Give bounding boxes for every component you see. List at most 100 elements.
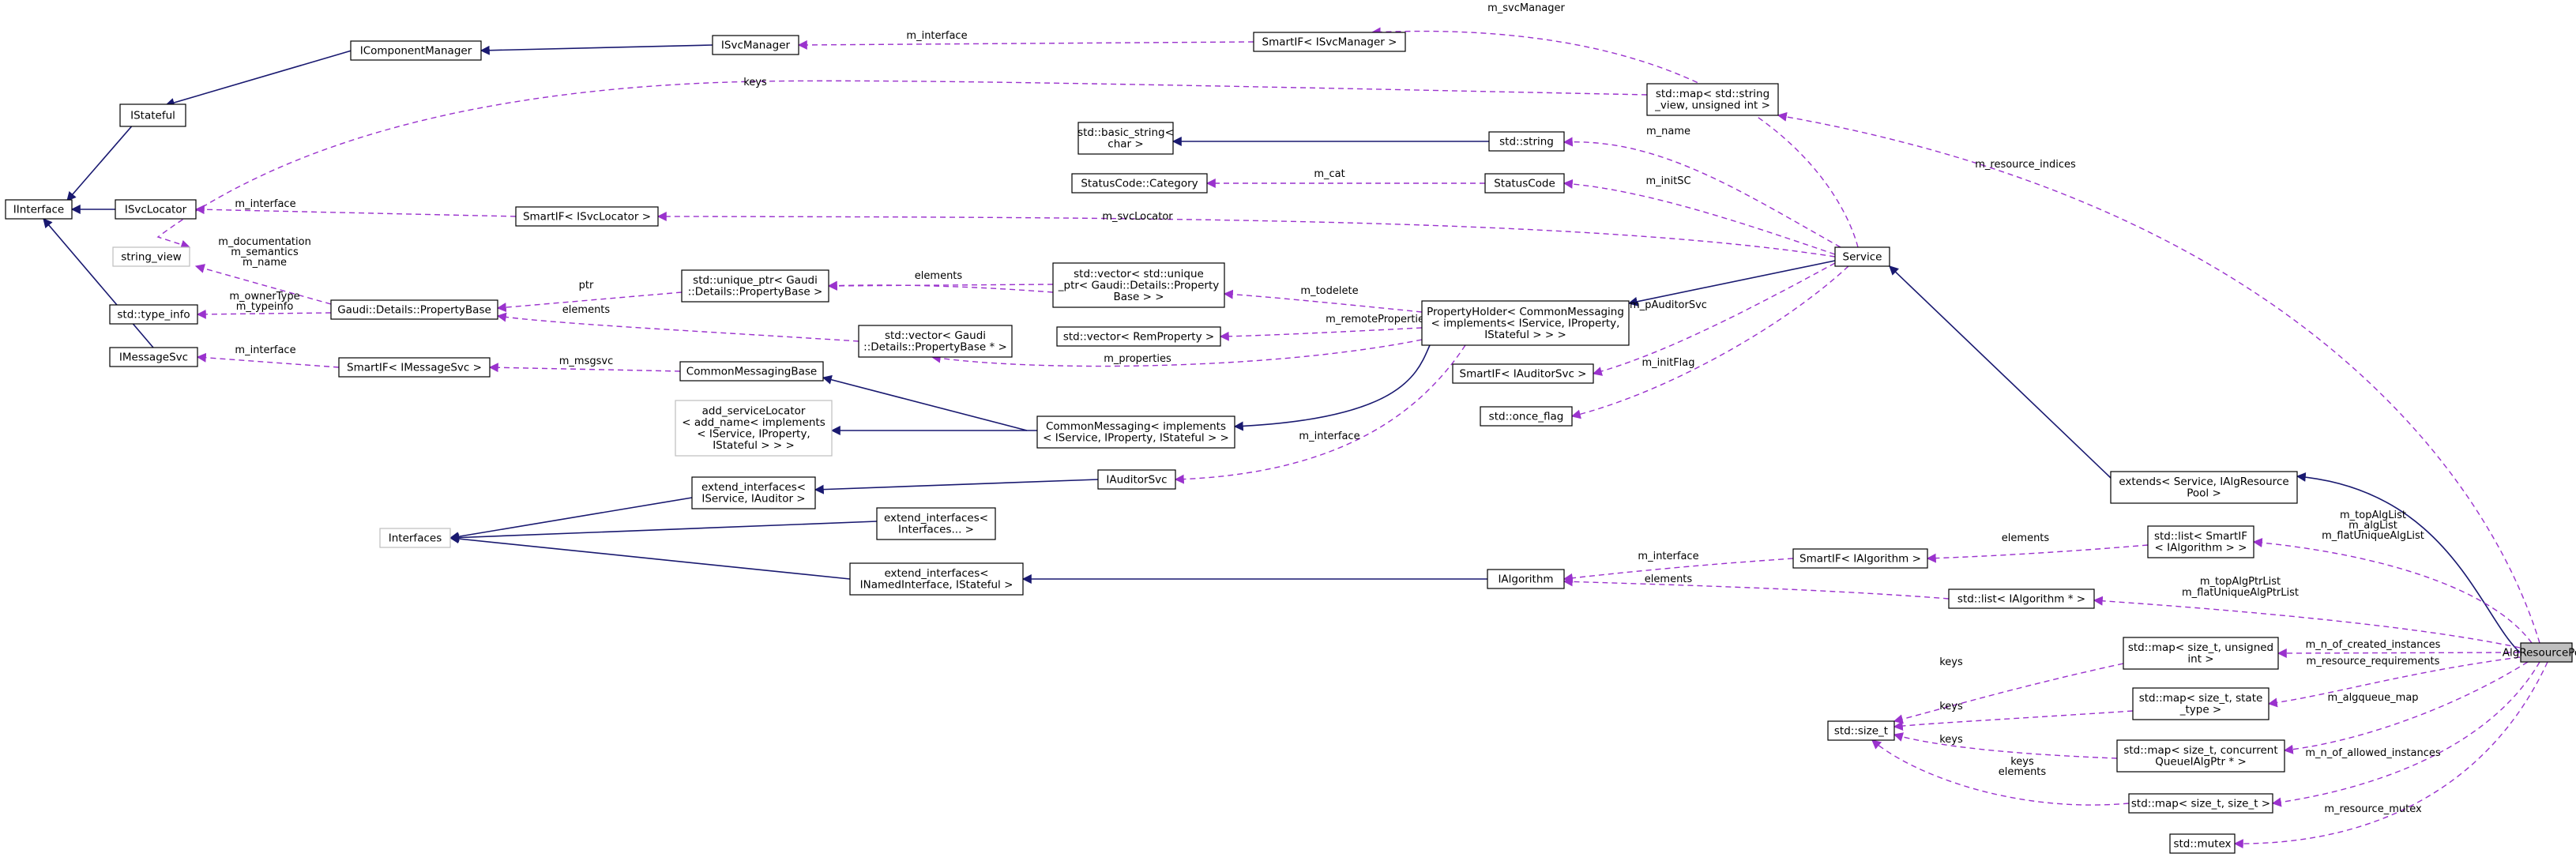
class-node-smartif-isvcmanager[interactable]: SmartIF< ISvcManager > <box>1253 32 1406 52</box>
usage-edge <box>2277 648 2521 658</box>
class-name-line: std::map< size_t, state <box>2139 692 2263 705</box>
class-box <box>849 562 1024 596</box>
usage-edge <box>156 80 1648 250</box>
class-node-service[interactable]: Service <box>1834 246 1890 267</box>
class-name-line: ISvcManager <box>721 39 791 51</box>
class-node-icomponentmanager[interactable]: IComponentManager <box>350 40 482 61</box>
class-node-statuscode[interactable]: StatusCode <box>1484 173 1565 194</box>
class-node-ialgorithm[interactable]: IAlgorithm <box>1487 569 1565 589</box>
class-node-extend-interfaces[interactable]: extend_interfaces<Interfaces... > <box>876 507 996 540</box>
class-node-vector-remprop[interactable]: std::vector< RemProperty > <box>1056 326 1221 347</box>
class-name-line: < IAlgorithm > > <box>2155 542 2247 555</box>
class-name-line: std::vector< RemProperty > <box>1063 330 1214 343</box>
edge-label-m-topalglist: m_topAlgList <box>2340 509 2406 521</box>
edge-label-m-topalgptrlist: m_topAlgPtrList <box>2200 576 2281 588</box>
edge-label-m-alglist: m_algList <box>2348 520 2397 532</box>
usage-edge <box>2093 596 2521 649</box>
class-node-type-info[interactable]: std::type_info <box>109 304 198 325</box>
edge-label-m-n-of-created-instances: m_n_of_created_instances <box>2306 639 2441 651</box>
inheritance-edge <box>449 534 851 580</box>
class-node-iauditorsvc[interactable]: IAuditorSvc <box>1097 469 1176 490</box>
class-node-interfaces[interactable]: Interfaces <box>379 528 451 548</box>
class-node-propertyholder[interactable]: PropertyHolder< CommonMessaging< impleme… <box>1421 300 1630 346</box>
usage-edge <box>2233 661 2548 849</box>
usage-edge <box>2283 661 2529 754</box>
usage-edge <box>656 212 1836 258</box>
class-name-line: CommonMessaging< implements <box>1046 420 1226 433</box>
class-node-istateful[interactable]: IStateful <box>119 103 186 127</box>
class-node-once-flag[interactable]: std::once_flag <box>1480 406 1573 427</box>
class-node-smartif-isvclocator[interactable]: SmartIF< ISvcLocator > <box>515 206 659 227</box>
class-box <box>675 400 833 457</box>
edge-label-m-resource-indices: m_resource_indices <box>1975 159 2076 171</box>
inheritance-edge <box>164 50 352 107</box>
class-node-smartif-ialgorithm[interactable]: SmartIF< IAlgorithm > <box>1792 548 1928 569</box>
edge-label-m-properties: m_properties <box>1104 353 1171 365</box>
class-node-unique-ptr[interactable]: std::unique_ptr< Gaudi::Details::Propert… <box>681 269 829 303</box>
class-node-smartif-iauditorsvc[interactable]: SmartIF< IAuditorSvc > <box>1452 363 1594 384</box>
class-node-map-state[interactable]: std::map< size_t, state_type > <box>2132 687 2270 720</box>
class-node-basic-string[interactable]: std::basic_string<char > <box>1077 122 1174 155</box>
class-node-string-view[interactable]: string_view <box>112 246 190 267</box>
class-node-commonmessaging[interactable]: CommonMessaging< implements< IService, I… <box>1036 415 1235 449</box>
class-node-list-ialgorithm[interactable]: std::list< IAlgorithm * > <box>1948 588 2095 609</box>
usage-edge <box>1219 327 1423 341</box>
class-node-map-string-view[interactable]: std::map< std::string_view, unsigned int… <box>1646 83 1779 116</box>
edge-label-m-msgsvc: m_msgsvc <box>559 355 613 367</box>
class-name-line: Gaudi::Details::PropertyBase <box>337 303 491 316</box>
class-node-list-smartif[interactable]: std::list< SmartIF< IAlgorithm > > <box>2147 525 2254 558</box>
class-name-line: < IService, IProperty, IStateful > > <box>1043 432 1229 445</box>
edge-label-keys3: keys <box>1939 734 1963 746</box>
class-node-smartif-imessagesvc[interactable]: SmartIF< IMessageSvc > <box>338 357 491 378</box>
class-node-vector-unique[interactable]: std::vector< std::unique_ptr< Gaudi::Det… <box>1052 262 1225 308</box>
class-node-isvcmanager[interactable]: ISvcManager <box>712 35 799 55</box>
class-node-map-size-t[interactable]: std::map< size_t, size_t > <box>2128 793 2273 814</box>
class-node-extend-inamed[interactable]: extend_interfaces<INamedInterface, IStat… <box>849 562 1024 596</box>
class-node-map-concurrent[interactable]: std::map< size_t, concurrentQueueIAlgPtr… <box>2116 739 2285 773</box>
edge-label-m-flatuniquealglist: m_flatUniqueAlgList <box>2322 530 2424 542</box>
edge-label-m-name-pb: m_name <box>243 257 287 269</box>
class-node-add-servicelocator[interactable]: add_serviceLocator< add_name< implements… <box>675 400 833 457</box>
class-node-iinterface[interactable]: IInterface <box>5 199 73 220</box>
inheritance-edge <box>2296 472 2521 653</box>
edge-label-m-interface-msg: m_interface <box>235 344 295 356</box>
class-name-line: std::vector< std::unique <box>1074 268 1204 280</box>
class-node-mutex[interactable]: std::mutex <box>2169 833 2236 854</box>
class-name-line: IStateful <box>130 109 175 122</box>
class-box <box>1792 548 1928 569</box>
inheritance-edge <box>1627 260 1836 306</box>
class-name-line: std::map< size_t, size_t > <box>2131 797 2270 810</box>
class-node-isvclocator[interactable]: ISvcLocator <box>115 199 197 220</box>
edge-label-m-name: m_name <box>1646 126 1690 137</box>
edge-label-m-remoteproperties: m_remoteProperties <box>1326 314 1430 325</box>
class-name-line: extends< Service, IAlgResource <box>2119 476 2288 488</box>
class-box <box>1834 246 1890 267</box>
class-node-propertybase[interactable]: Gaudi::Details::PropertyBase <box>330 299 498 320</box>
class-name-line: INamedInterface, IStateful > <box>860 579 1013 592</box>
edge-labels-layer: m_svcManagerm_interfacekeysm_resource_in… <box>218 2 2441 815</box>
class-name-line: _ptr< Gaudi::Details::Property <box>1058 279 1220 291</box>
edge-label-m-interface-svcmgr: m_interface <box>906 30 967 42</box>
usage-edge <box>1893 732 2118 759</box>
class-node-statuscodecategory[interactable]: StatusCode::Category <box>1071 173 1208 194</box>
class-node-extend-iservice-iauditor[interactable]: extend_interfaces<IService, IAuditor > <box>691 476 816 509</box>
class-name-line: std::type_info <box>117 308 190 321</box>
usage-edge <box>2267 656 2521 708</box>
class-box <box>2169 833 2236 854</box>
class-box <box>679 361 824 382</box>
class-node-size-t[interactable]: std::size_t <box>1827 720 1895 741</box>
class-node-vector-ptr[interactable]: std::vector< Gaudi::Details::PropertyBas… <box>858 325 1013 358</box>
class-name-line: SmartIF< ISvcManager > <box>1262 36 1397 48</box>
class-box <box>1487 569 1565 589</box>
edge-label-m-cat: m_cat <box>1314 168 1344 180</box>
edge-label-m-documentation: m_documentation <box>218 236 311 248</box>
class-name-line: _view, unsigned int > <box>1654 100 1770 112</box>
class-node-commonmessagingbase[interactable]: CommonMessagingBase <box>679 361 824 382</box>
class-node-imessagesvc[interactable]: IMessageSvc <box>109 347 198 367</box>
class-node-std-string[interactable]: std::string <box>1488 131 1565 152</box>
